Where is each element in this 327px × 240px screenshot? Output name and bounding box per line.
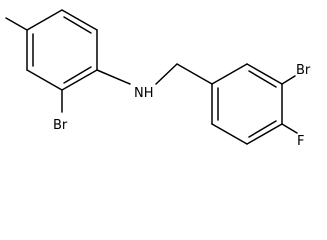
bond-ring-to-nitrogen bbox=[96, 69, 131, 85]
double-bond-inner bbox=[63, 16, 92, 34]
bond-to-bromine-right bbox=[281, 75, 296, 85]
left-benzene-ring bbox=[26, 9, 98, 91]
bromine-label-right: Br bbox=[296, 63, 311, 78]
bond-ch2-to-ring bbox=[176, 63, 213, 85]
bond bbox=[26, 69, 63, 91]
bond-nitrogen-to-ch2 bbox=[155, 63, 178, 85]
amine-label: NH bbox=[134, 86, 154, 101]
bond bbox=[26, 9, 63, 31]
fluorine-label: F bbox=[297, 134, 304, 149]
bond bbox=[61, 9, 98, 31]
right-benzene-ring bbox=[211, 63, 283, 145]
bond bbox=[246, 123, 283, 145]
bromine-label-left: Br bbox=[53, 118, 68, 133]
double-bond-inner bbox=[248, 120, 277, 138]
double-bond-inner bbox=[248, 70, 277, 88]
methyl-bond bbox=[5, 17, 28, 31]
bond bbox=[211, 63, 248, 85]
double-bond-inner bbox=[63, 66, 92, 84]
bond bbox=[211, 123, 248, 145]
bond bbox=[61, 69, 98, 91]
bond bbox=[246, 63, 283, 85]
bond-to-fluorine bbox=[281, 123, 298, 134]
chemical-structure: Br NH Br F bbox=[5, 9, 311, 149]
